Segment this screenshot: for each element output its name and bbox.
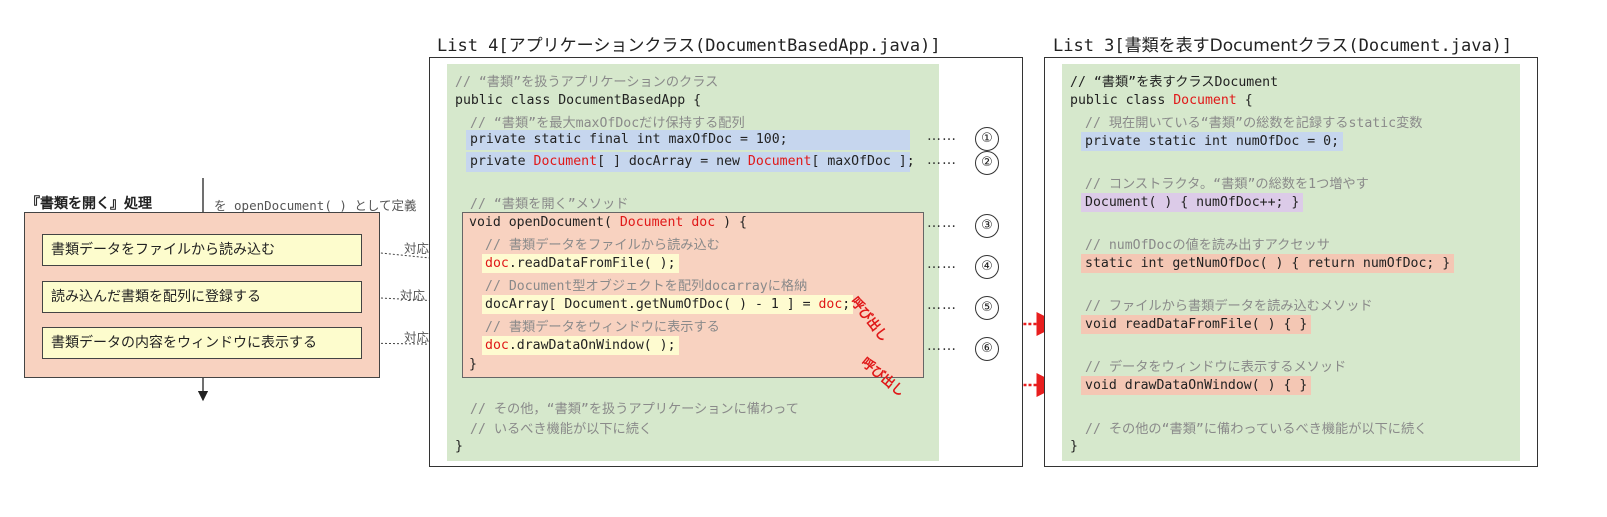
list3-line-13: // その他の“書類”に備わっているべき機能が以下に続く — [1085, 422, 1428, 437]
marker-dots-2: …… — [927, 152, 957, 168]
flow-note: を openDocument( ) として定義 — [214, 198, 417, 213]
list4-line-10: // Document型オブジェクトを配列docarrayに格納 — [485, 279, 808, 294]
list3-line-5: // コンストラクタ。“書類”の総数を1つ増やす — [1085, 177, 1369, 192]
correspond-label-3: 対応 — [404, 330, 430, 345]
marker-dots-3: …… — [927, 215, 957, 231]
list4-line-2: public class DocumentBasedApp { — [455, 93, 702, 108]
correspond-label-2: 対応 — [400, 288, 426, 303]
list3-line-2: public class Document { — [1070, 93, 1253, 108]
marker-2: ② — [975, 151, 999, 175]
list4-line-15: // その他，“書類”を扱うアプリケーションに備わって — [470, 402, 799, 417]
list4-title-jp: アプリケーションクラス — [508, 36, 695, 56]
list4-line-5: private Document[ ] docArray = new Docum… — [466, 152, 915, 172]
list3-line-11: // データをウィンドウに表示するメソッド — [1085, 360, 1347, 375]
marker-5: ⑤ — [975, 296, 999, 320]
list4-line-9: doc.readDataFromFile( ); — [482, 254, 679, 273]
flow-title: 『書類を開く』処理 — [26, 196, 152, 212]
list3-line-12: void drawDataOnWindow( ) { } — [1081, 376, 1312, 395]
marker-dots-5: …… — [927, 297, 957, 313]
list4-line-11: docArray[ Document.getNumOfDoc( ) - 1 ] … — [482, 295, 854, 314]
flow-step-register: 読み込んだ書類を配列に登録する — [42, 281, 362, 313]
list4-title-prefix: List 4[ — [437, 36, 509, 56]
list4-line-16: // いるべき機能が以下に続く — [470, 422, 653, 437]
flow-step-read: 書類データをファイルから読み込む — [42, 234, 362, 266]
marker-6: ⑥ — [975, 337, 999, 361]
marker-dots-4: …… — [927, 256, 957, 272]
list4-title-file: (DocumentBasedApp.java)] — [694, 36, 941, 56]
list4-line-13: doc.drawDataOnWindow( ); — [482, 336, 679, 355]
list3-line-9: // ファイルから書類データを読み込むメソッド — [1085, 299, 1373, 314]
list3-line-1: // “書類”を表すクラスDocument — [1070, 75, 1279, 90]
marker-4: ④ — [975, 255, 999, 279]
list3-line-8: static int getNumOfDoc( ) { return numOf… — [1081, 254, 1455, 273]
list4-line-12: // 書類データをウィンドウに表示する — [485, 320, 720, 335]
marker-dots-6: …… — [927, 338, 957, 354]
list4-line-3: // “書類”を最大maxOfDocだけ保持する配列 — [470, 116, 745, 131]
list4-line-8: // 書類データをファイルから読み込む — [485, 238, 720, 253]
correspond-label-1: 対応 — [404, 241, 430, 256]
list3-title-jp: 書類を表すDocumentクラス — [1124, 36, 1349, 56]
marker-3: ③ — [975, 214, 999, 238]
list4-line-6: // “書類を開く”メソッド — [470, 197, 629, 212]
list3-title-prefix: List 3[ — [1053, 36, 1125, 56]
list3-line-14: } — [1070, 439, 1078, 454]
list3-title: List 3[書類を表すDocumentクラス(Document.java)] — [1053, 31, 1512, 56]
list4-line-17: } — [455, 439, 463, 454]
marker-1: ① — [975, 127, 999, 151]
marker-dots-1: …… — [927, 128, 957, 144]
list3-line-4: private static int numOfDoc = 0; — [1081, 132, 1344, 151]
list4-line-1: // “書類”を扱うアプリケーションのクラス — [455, 75, 719, 90]
list3-line-6: Document( ) { numOfDoc++; } — [1081, 193, 1304, 212]
list4-line-7: void openDocument( Document doc ) { — [469, 215, 747, 230]
list3-title-file: (Document.java)] — [1348, 36, 1513, 56]
list4-line-14: } — [469, 357, 477, 372]
list4-title: List 4[アプリケーションクラス(DocumentBasedApp.java… — [437, 31, 941, 56]
flow-step-display: 書類データの内容をウィンドウに表示する — [42, 327, 362, 359]
list3-line-3: // 現在開いている“書類”の総数を記録するstatic変数 — [1085, 116, 1423, 131]
list4-line-4: private static final int maxOfDoc = 100; — [466, 130, 910, 150]
list3-line-10: void readDataFromFile( ) { } — [1081, 315, 1312, 334]
list3-line-7: // numOfDocの値を読み出すアクセッサ — [1085, 238, 1330, 253]
